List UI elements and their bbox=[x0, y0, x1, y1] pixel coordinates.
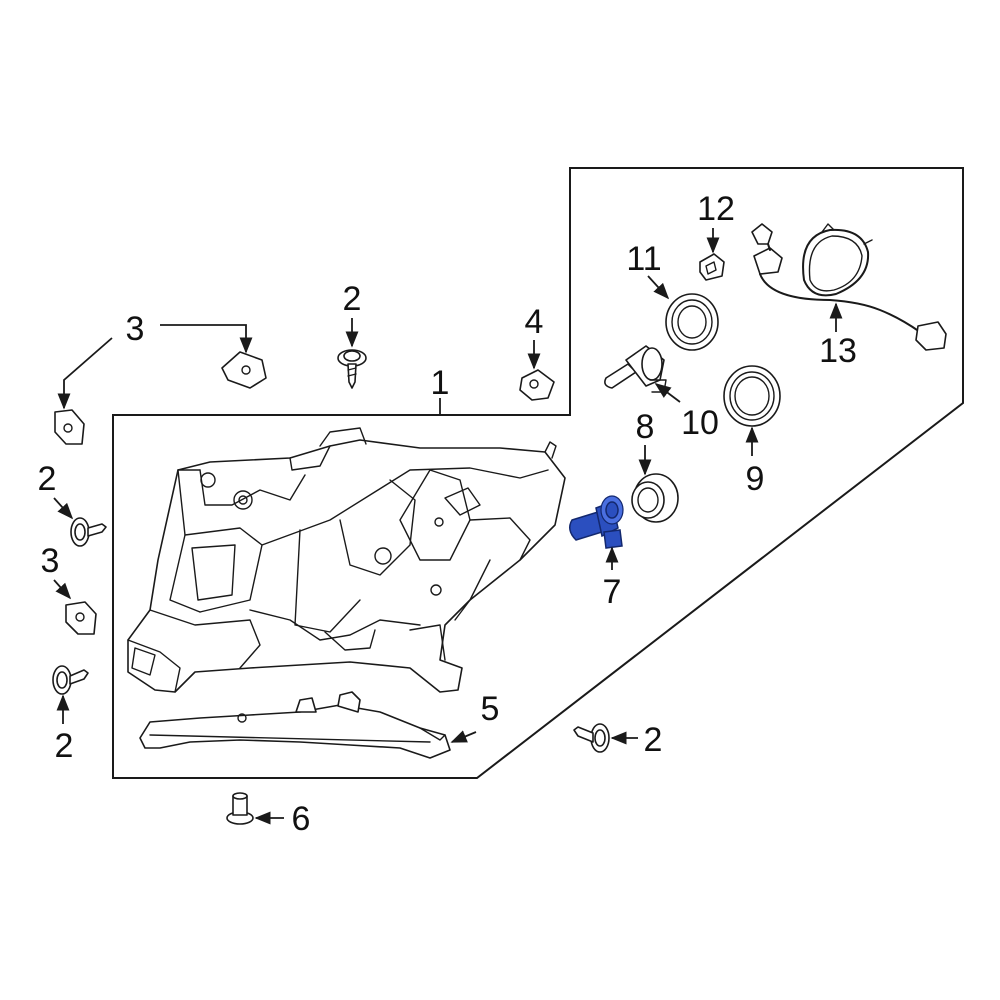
callout-9: 9 bbox=[746, 460, 765, 498]
callout-2-right: 2 bbox=[644, 721, 663, 759]
callout-13: 13 bbox=[819, 332, 857, 370]
callout-4: 4 bbox=[525, 303, 544, 341]
callout-10: 10 bbox=[681, 404, 719, 442]
clip-top[interactable] bbox=[221, 351, 267, 389]
callout-2-top: 2 bbox=[343, 280, 362, 318]
wiring-harness[interactable] bbox=[751, 223, 947, 351]
pin-fastener[interactable] bbox=[226, 792, 254, 825]
callout-11: 11 bbox=[626, 240, 661, 278]
callout-1: 1 bbox=[431, 364, 450, 402]
assembly-frame bbox=[112, 167, 964, 779]
callout-3-mid: 3 bbox=[41, 542, 60, 580]
screw-left-lower[interactable] bbox=[52, 665, 89, 695]
screw-top[interactable] bbox=[337, 349, 367, 389]
clip-left-upper[interactable] bbox=[54, 409, 85, 445]
connector-small[interactable] bbox=[699, 253, 725, 281]
callout-2-left-upper: 2 bbox=[38, 460, 57, 498]
callout-5: 5 bbox=[481, 690, 500, 728]
clip-left-lower[interactable] bbox=[65, 601, 97, 635]
speed-nut[interactable] bbox=[519, 369, 555, 401]
lower-bracket[interactable] bbox=[139, 691, 451, 759]
callout-6: 6 bbox=[292, 800, 311, 838]
callout-8: 8 bbox=[636, 408, 655, 446]
callout-7: 7 bbox=[603, 573, 622, 611]
headlamp-bulb-highlighted[interactable] bbox=[569, 495, 624, 549]
seal-ring[interactable] bbox=[723, 365, 781, 427]
bulb-seal[interactable] bbox=[665, 293, 719, 351]
callout-3-top: 3 bbox=[126, 310, 145, 348]
headlamp-housing[interactable] bbox=[127, 427, 566, 693]
screw-right[interactable] bbox=[573, 723, 610, 753]
bulb[interactable] bbox=[604, 345, 667, 393]
callout-12: 12 bbox=[697, 190, 735, 228]
screw-left-upper[interactable] bbox=[70, 517, 107, 547]
socket-ring[interactable] bbox=[631, 473, 679, 523]
callout-2-left-lower: 2 bbox=[55, 727, 74, 765]
